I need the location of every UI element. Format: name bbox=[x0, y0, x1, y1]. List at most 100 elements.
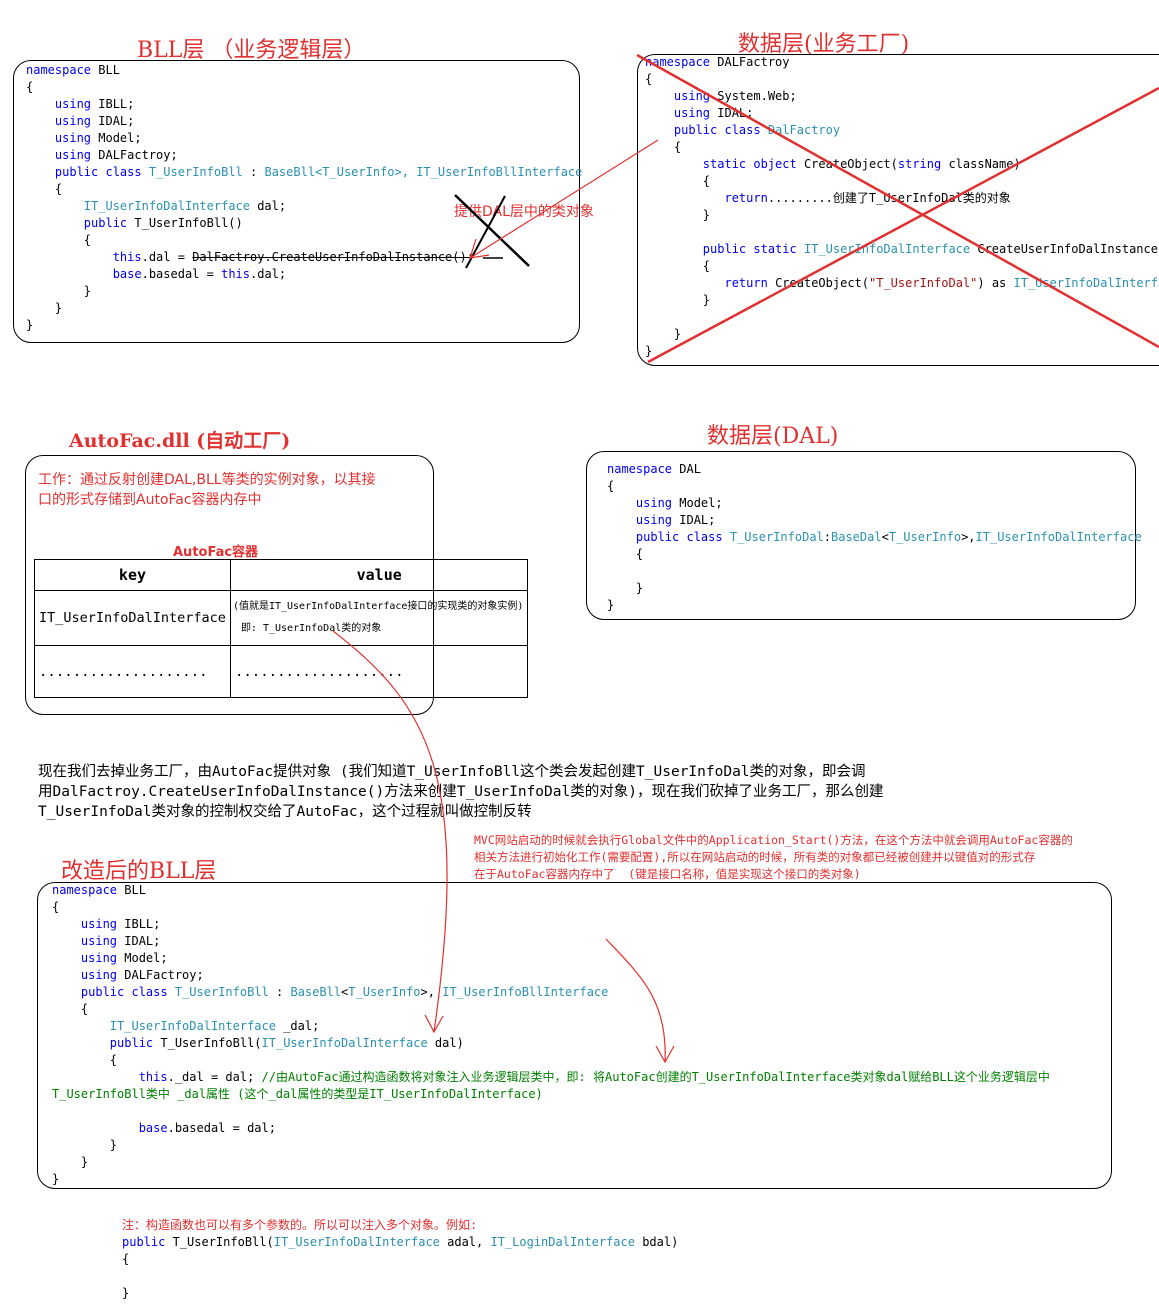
type: T_UserInfo bbox=[888, 530, 962, 544]
bll-code: namespace BLL { using IBLL; using IDAL; … bbox=[26, 62, 582, 334]
code-text: { bbox=[673, 140, 682, 154]
kw: using bbox=[80, 917, 118, 931]
kw: using bbox=[80, 951, 118, 965]
type: T_UserInfoBll bbox=[148, 165, 243, 179]
code-text: } bbox=[673, 327, 682, 341]
code-text: { bbox=[702, 174, 711, 188]
provide-dal-annotation: 提供DAL层中的类对象 bbox=[454, 204, 594, 220]
struck-factory-call: DalFactroy bbox=[192, 250, 265, 264]
kw: using bbox=[54, 148, 92, 162]
newbll-title: 改造后的BLL层 bbox=[61, 859, 217, 884]
type: BaseBll bbox=[290, 985, 342, 999]
code-text: .dal = bbox=[141, 250, 193, 264]
code-text: : bbox=[823, 530, 831, 544]
code-text: < bbox=[881, 530, 889, 544]
comment: //由AutoFac通过构造函数将对象注入业务逻辑层类中，即: 将AutoFac… bbox=[261, 1070, 1050, 1084]
kw: base bbox=[112, 267, 142, 281]
struck-factory-call: .CreateUserInfoDalInstance(); bbox=[264, 250, 474, 264]
kw: base bbox=[138, 1121, 168, 1135]
code-text: DALFactroy; bbox=[91, 148, 178, 162]
code-text: adal, bbox=[439, 1235, 491, 1249]
code-text: DALFactroy bbox=[710, 55, 790, 69]
factory-code: namespace DALFactroy { using System.Web;… bbox=[645, 54, 1159, 360]
code-text: System.Web; bbox=[710, 89, 797, 103]
code-text: { bbox=[52, 900, 60, 914]
type: IT_LoginDalInterface bbox=[490, 1235, 635, 1249]
kw: public class bbox=[54, 165, 142, 179]
kw: public bbox=[122, 1235, 166, 1249]
kw: using bbox=[54, 114, 92, 128]
kw: using bbox=[80, 934, 118, 948]
code-text: .basedal = bbox=[141, 267, 222, 281]
kw: using bbox=[54, 97, 92, 111]
code-text: } bbox=[54, 301, 63, 315]
footer-note: 注：构造函数也可以有多个参数的。所以可以注入多个对象。例如: public T_… bbox=[122, 1217, 678, 1302]
code-text: } bbox=[80, 1155, 89, 1169]
kw: public static bbox=[702, 242, 797, 256]
code-text: IBLL; bbox=[117, 917, 161, 931]
kw: return bbox=[724, 276, 768, 290]
code-text: { bbox=[635, 547, 644, 561]
code-text: { bbox=[83, 233, 92, 247]
footer-note-text: 注：构造函数也可以有多个参数的。所以可以注入多个对象。例如: bbox=[122, 1218, 478, 1232]
code-text: { bbox=[109, 1053, 118, 1067]
newbll-code-box bbox=[37, 882, 1112, 1189]
type: IT_UserInfoBllInterface bbox=[442, 985, 609, 999]
type: IT_UserInfoDalInterface bbox=[83, 199, 250, 213]
type: IT_UserInfoDalInterface bbox=[273, 1235, 440, 1249]
type: T_UserInfo bbox=[348, 985, 421, 999]
code-text: } bbox=[83, 284, 92, 298]
factory-title: 数据层(业务工厂) bbox=[738, 32, 910, 57]
code-text: { bbox=[54, 182, 63, 196]
type: BaseDal bbox=[831, 530, 882, 544]
comment: T_UserInfoBll类中 _dal属性 (这个_dal属性的类型是IT_U… bbox=[52, 1087, 543, 1101]
kw: public class bbox=[80, 985, 168, 999]
string: "T_UserInfoDal" bbox=[869, 276, 978, 290]
code-text: .........创建了T_UserInfoDal类的对象 bbox=[767, 191, 1011, 205]
code-text: { bbox=[702, 259, 711, 273]
kw: using bbox=[54, 131, 92, 145]
autofac-title: AutoFac.dll (自动工厂) bbox=[69, 430, 291, 452]
code-text: : bbox=[250, 165, 258, 179]
type: T_UserInfoDal bbox=[729, 530, 824, 544]
kw: using bbox=[80, 968, 118, 982]
dal-title: 数据层(DAL) bbox=[707, 424, 839, 449]
type: IT_UserInfoDalInterface bbox=[261, 1036, 428, 1050]
header-value: value bbox=[229, 559, 529, 591]
kw: namespace bbox=[607, 462, 673, 476]
code-text: bdal) bbox=[634, 1235, 679, 1249]
code-text: T_UserInfoBll( bbox=[165, 1235, 274, 1249]
type: IT_UserInfoDalInterface bbox=[109, 1019, 276, 1033]
bll-title: BLL层 （业务逻辑层） bbox=[137, 38, 366, 63]
code-text: { bbox=[645, 72, 653, 86]
type: IT_UserInfoDalInterface bbox=[975, 530, 1142, 544]
kw: public bbox=[109, 1036, 154, 1050]
kw: static object bbox=[702, 157, 797, 171]
kw: namespace bbox=[52, 883, 118, 897]
kw: public bbox=[83, 216, 128, 230]
row2-key: .................... bbox=[34, 645, 231, 698]
code-text: } bbox=[645, 344, 653, 358]
kw: this bbox=[221, 267, 250, 281]
code-text: } bbox=[52, 1172, 60, 1186]
code-text: } bbox=[702, 208, 711, 222]
kw: namespace bbox=[26, 63, 92, 77]
code-text: { bbox=[80, 1002, 89, 1016]
kw: public class bbox=[635, 530, 723, 544]
code-text: { bbox=[122, 1252, 130, 1266]
code-text: } bbox=[109, 1138, 118, 1152]
code-text: dal) bbox=[427, 1036, 464, 1050]
code-text: CreateObject( bbox=[767, 276, 869, 290]
kw: using bbox=[673, 106, 711, 120]
code-text: } bbox=[26, 318, 34, 332]
code-text: Model; bbox=[91, 131, 142, 145]
newbll-code: namespace BLL { using IBLL; using IDAL; … bbox=[52, 882, 1050, 1188]
kw: this bbox=[138, 1070, 168, 1084]
code-text: .basedal = dal; bbox=[167, 1121, 276, 1135]
autofac-container-table: key value IT_UserInfoDalInterface (值就是IT… bbox=[34, 559, 529, 698]
code-text: } bbox=[607, 598, 615, 612]
code-text: Model; bbox=[672, 496, 723, 510]
code-text: IDAL; bbox=[91, 114, 135, 128]
code-text: Model; bbox=[117, 951, 168, 965]
type: DalFactroy bbox=[767, 123, 841, 137]
